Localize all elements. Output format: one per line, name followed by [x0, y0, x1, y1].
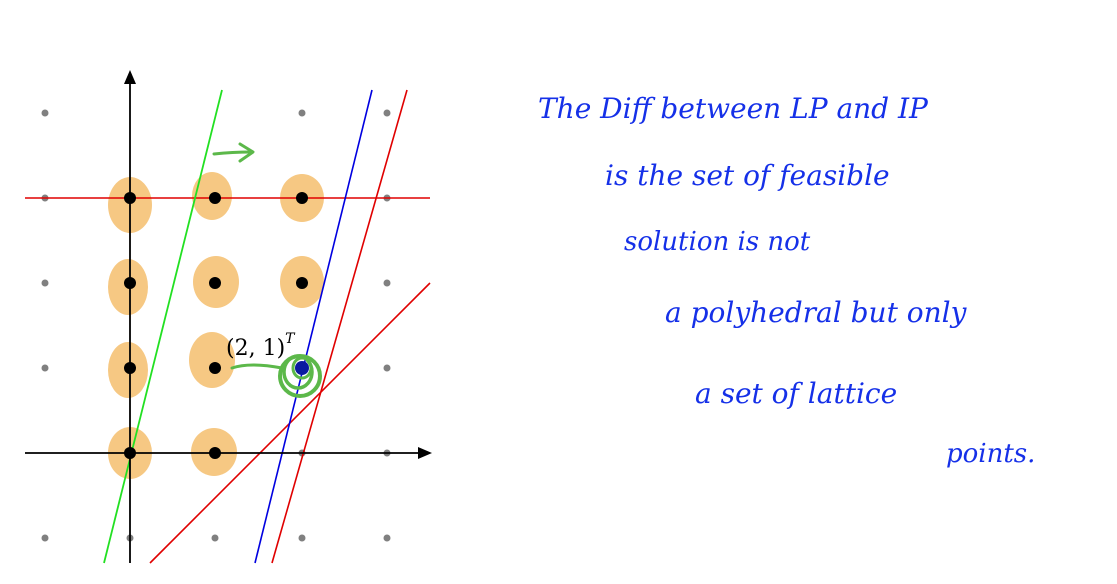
feasible-integer-points: [124, 192, 308, 459]
note-line-1: The Diff between LP and IP: [538, 92, 929, 125]
point-label: (2, 1)T: [226, 331, 296, 361]
lattice-point: [298, 109, 306, 117]
lattice-point: [383, 534, 391, 542]
feasible-point: [124, 362, 136, 374]
red-steep-constraint: [271, 89, 408, 564]
note-line-4: a polyhedral but only: [665, 296, 968, 329]
note-line-2: is the set of feasible: [605, 159, 890, 192]
lattice-point: [383, 279, 391, 287]
blue-constraint: [254, 89, 373, 564]
lattice-point: [41, 279, 49, 287]
feasible-point: [124, 192, 136, 204]
feasible-point: [296, 277, 308, 289]
scribble-circle: [282, 354, 314, 390]
point-label-superscript: T: [285, 331, 296, 347]
lattice-point: [41, 109, 49, 117]
optimum-point: [295, 361, 309, 375]
optimum-marker: [230, 354, 322, 398]
feasible-point: [124, 277, 136, 289]
lattice-point: [383, 109, 391, 117]
feasible-point: [296, 192, 308, 204]
feasible-point: [124, 447, 136, 459]
handwritten-note: The Diff between LP and IP is the set of…: [538, 92, 1035, 469]
axes: [25, 70, 432, 563]
green-objective-line: [103, 89, 223, 564]
x-axis-arrowhead: [418, 447, 432, 459]
feasible-point: [209, 192, 221, 204]
feasible-region-blobs: [108, 172, 324, 479]
feasible-point: [209, 362, 221, 374]
scribble-circle: [291, 356, 313, 380]
blob: [189, 332, 235, 388]
lattice-point: [298, 534, 306, 542]
note-line-3: solution is not: [624, 227, 811, 257]
pointer-arrow: [230, 363, 284, 370]
feasible-point: [209, 277, 221, 289]
note-line-5: a set of lattice: [695, 377, 897, 410]
y-axis-arrowhead: [124, 70, 136, 84]
lattice-point: [211, 534, 219, 542]
note-line-6: points.: [946, 439, 1035, 469]
feasible-point: [209, 447, 221, 459]
lattice-point: [41, 364, 49, 372]
lattice-point: [41, 534, 49, 542]
lattice-point: [383, 364, 391, 372]
direction-arrow-icon: [212, 142, 255, 163]
